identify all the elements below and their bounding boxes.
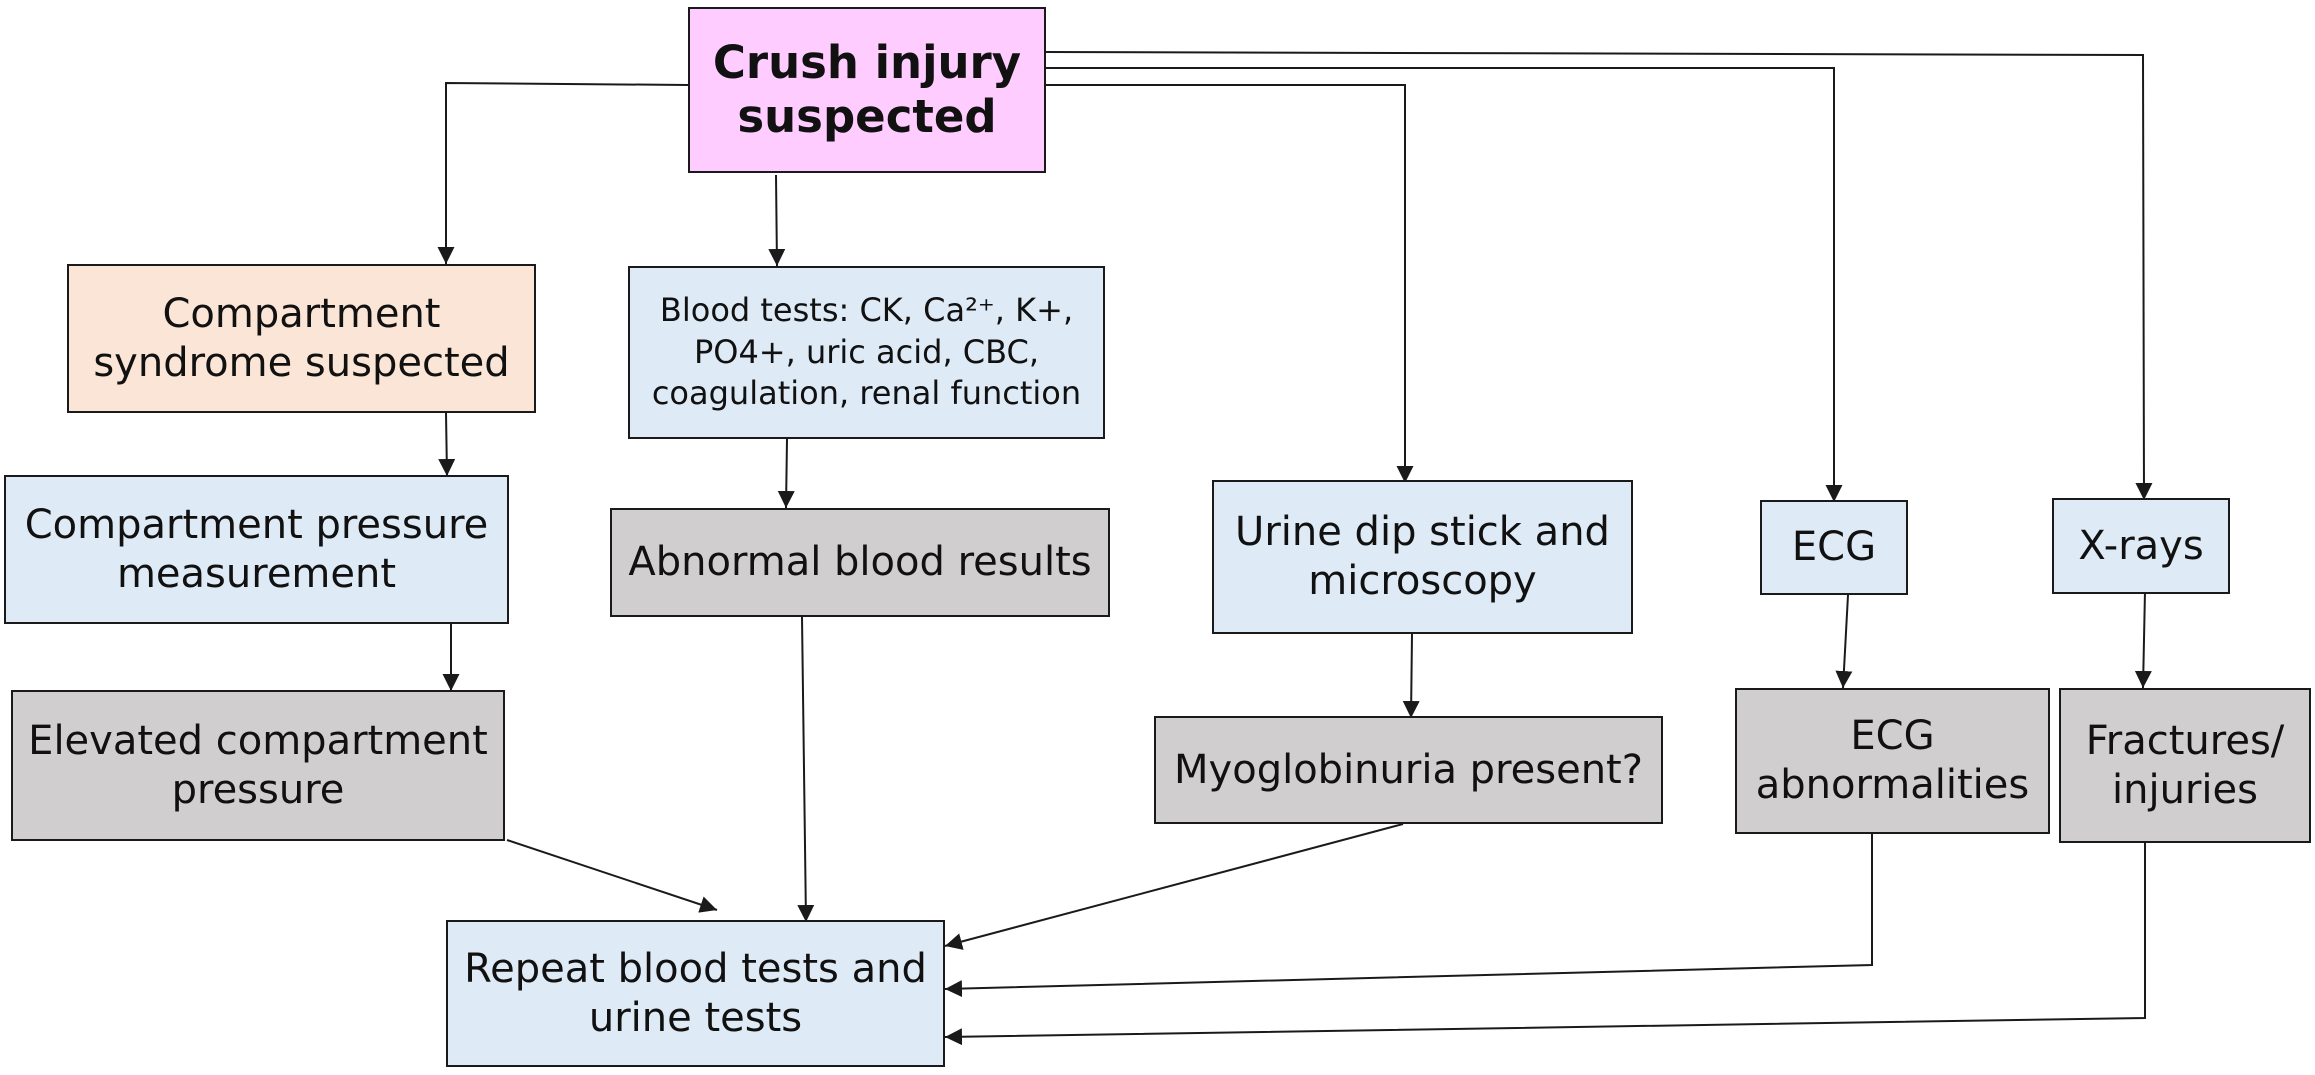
connector-crush-to-xrays: [1044, 51, 2153, 501]
fractures-injuries-box: Fractures/ injuries: [2059, 688, 2311, 843]
connector-myoglobinuria-to-repeat: [944, 823, 1404, 950]
compartment-syndrome-suspected-box: Compartment syndrome suspected: [67, 264, 536, 413]
crush-injury-suspected-box: Crush injury suspected: [688, 7, 1046, 173]
myoglobinuria-present-label: Myoglobinuria present?: [1174, 746, 1643, 793]
urine-dip-stick-label: Urine dip stick and microscopy: [1235, 509, 1610, 604]
ecg-abnormalities-label: ECG abnormalities: [1755, 713, 2030, 808]
ecg-box: ECG: [1760, 500, 1908, 595]
connector-xrays-to-fractures: [2134, 590, 2152, 689]
compartment-pressure-measurement-label: Compartment pressure measurement: [24, 501, 489, 597]
connector-crush-to-blood-tests: [768, 174, 786, 267]
abnormal-blood-results-label: Abnormal blood results: [628, 539, 1092, 586]
fractures-injuries-label: Fractures/ injuries: [2085, 717, 2285, 813]
elevated-compartment-pressure-box: Elevated compartment pressure: [11, 690, 505, 841]
ecg-abnormalities-box: ECG abnormalities: [1735, 688, 2050, 834]
repeat-blood-and-urine-tests-label: Repeat blood tests and urine tests: [464, 945, 927, 1041]
connector-crush-to-compartment: [437, 81, 689, 264]
connector-crush-to-ecg: [1045, 67, 1843, 502]
x-rays-label: X-rays: [2078, 522, 2204, 569]
connector-ecg-abnormalities-to-repeat: [944, 834, 1873, 998]
connector-ecg-to-abnormalities: [1835, 594, 1853, 689]
urine-dip-stick-box: Urine dip stick and microscopy: [1212, 480, 1633, 634]
abnormal-blood-results-box: Abnormal blood results: [610, 508, 1110, 617]
repeat-blood-and-urine-tests-box: Repeat blood tests and urine tests: [446, 920, 945, 1067]
x-rays-box: X-rays: [2052, 498, 2230, 594]
myoglobinuria-present-box: Myoglobinuria present?: [1154, 716, 1663, 824]
connector-blood-tests-to-abnormal: [777, 438, 795, 509]
connector-compartment-to-pressure: [438, 412, 456, 477]
crush-injury-suspected-label: Crush injury suspected: [712, 36, 1022, 143]
connector-crush-to-urine: [1045, 84, 1414, 483]
ecg-label: ECG: [1791, 524, 1877, 571]
compartment-pressure-measurement-box: Compartment pressure measurement: [4, 475, 509, 624]
connector-elevated-to-repeat: [506, 839, 718, 913]
compartment-syndrome-suspected-label: Compartment syndrome suspected: [93, 290, 510, 386]
connector-urine-to-myoglobinuria: [1402, 633, 1420, 719]
elevated-compartment-pressure-label: Elevated compartment pressure: [28, 717, 488, 813]
blood-tests-label: Blood tests: CK, Ca²⁺, K+, PO4+, uric ac…: [651, 291, 1082, 413]
blood-tests-box: Blood tests: CK, Ca²⁺, K+, PO4+, uric ac…: [628, 266, 1105, 439]
connector-fractures-to-repeat: [944, 843, 2146, 1046]
connector-abnormal-to-repeat: [797, 616, 815, 923]
